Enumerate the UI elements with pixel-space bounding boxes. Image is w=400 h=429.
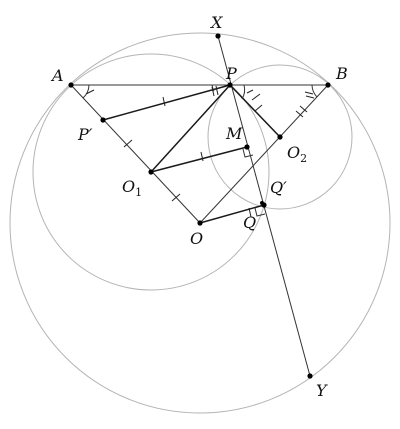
label-Pprime: P′ (77, 125, 93, 144)
segment-PO1 (150, 84, 231, 173)
circle-O2 (207, 64, 353, 210)
angle-marks (82, 84, 318, 100)
label-M: M (225, 124, 243, 143)
label-O2-subscript: 2 (300, 152, 307, 165)
point-M (244, 144, 250, 150)
point-B (325, 82, 331, 88)
label-O1-letter: O (122, 177, 135, 196)
label-O: O (190, 229, 203, 248)
label-P: P (225, 64, 237, 83)
point-O1 (148, 169, 154, 175)
label-O2-letter: O (287, 143, 300, 162)
circle-O (9, 32, 391, 414)
segment-OQ (199, 204, 265, 224)
right-angle-Q (254, 207, 266, 217)
segment-PprimeP (102, 84, 231, 121)
point-Q (260, 201, 264, 205)
point-Y (307, 373, 313, 379)
points (68, 33, 331, 379)
label-O2: O2 (287, 143, 307, 165)
point-X (215, 33, 221, 39)
label-O1: O1 (122, 177, 142, 199)
circle-O1 (32, 53, 270, 291)
right-angle-M (242, 148, 254, 158)
label-Qprime: Q′ (270, 178, 287, 197)
segment-O1M (150, 146, 248, 173)
point-O (197, 220, 203, 226)
point-P (227, 82, 233, 88)
equal-length-ticks (123, 93, 308, 218)
label-Y: Y (316, 381, 328, 400)
label-X: X (209, 13, 223, 32)
point-Pprime (100, 117, 106, 123)
point-A (68, 82, 74, 88)
point-O2 (277, 134, 283, 140)
label-B: B (335, 64, 348, 83)
label-A: A (50, 66, 64, 85)
segment-BO (199, 84, 329, 224)
label-O1-subscript: 1 (135, 186, 142, 199)
segment-AO (70, 84, 201, 224)
label-Q: Q (243, 213, 256, 232)
